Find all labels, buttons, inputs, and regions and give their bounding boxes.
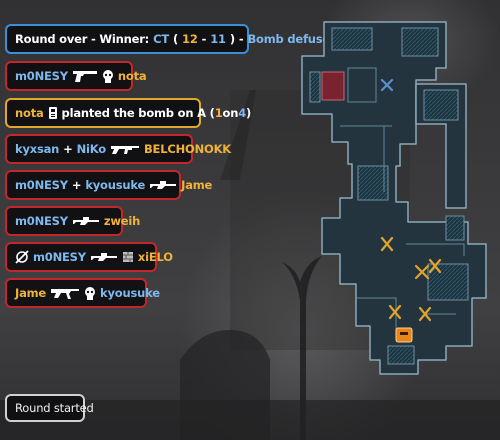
kill-entry: m0NESY nota: [5, 61, 147, 91]
attacker-name: m0NESY: [33, 250, 86, 264]
victim-name: BELCHONOKK: [143, 142, 231, 156]
kill-entry: m0NESY zweih: [5, 206, 140, 236]
score-t: 11: [210, 32, 226, 46]
winner-team: CT: [153, 32, 169, 46]
round-over-entry: Round over - Winner: CT (12 - 11) - Bomb…: [5, 24, 338, 54]
headshot-icon: [84, 286, 96, 300]
kill-entry: kyxsan+NiKo BELCHONOKK: [5, 134, 231, 164]
plant-text: planted the bomb on A (: [61, 106, 215, 120]
assister-name: NiKo: [76, 142, 107, 156]
assist-plus: +: [71, 178, 82, 192]
sniper-icon: [90, 252, 118, 262]
sniper-icon: [72, 216, 100, 226]
dead-t-marker: [380, 236, 442, 322]
score-ct: 12: [182, 32, 198, 46]
victim-name: Jame: [181, 178, 213, 192]
rifle-icon: [110, 143, 140, 155]
round-started-label: Round started: [15, 401, 94, 415]
kill-entry: Jame kyousuke: [5, 278, 160, 308]
victim-name: nota: [117, 69, 147, 83]
kill-entry: m0NESY+kyousuke Jame: [5, 170, 212, 200]
round-over-reason: Bomb defused: [247, 32, 339, 46]
wallbang-icon: [122, 251, 134, 263]
attacker-name: kyxsan: [15, 142, 60, 156]
assister-name: kyousuke: [85, 178, 146, 192]
planter-name: nota: [15, 106, 44, 120]
headshot-icon: [102, 69, 114, 83]
victim-name: xiELO: [137, 250, 173, 264]
radar-minimap: [296, 16, 496, 388]
dead-ct-marker: [380, 78, 394, 92]
bomb-marker: [395, 327, 413, 343]
plant-count-a: 1: [214, 106, 223, 120]
attacker-name: m0NESY: [15, 178, 68, 192]
plant-count-b: 4: [238, 106, 247, 120]
victim-name: kyousuke: [100, 286, 160, 300]
bomb-plant-entry: nota planted the bomb on A (1on4): [5, 98, 251, 128]
victim-name: zweih: [103, 214, 141, 228]
bomb-icon: [48, 106, 58, 120]
attacker-name: m0NESY: [15, 214, 68, 228]
attacker-name: m0NESY: [15, 69, 68, 83]
round-over-prefix: Round over - Winner:: [15, 32, 150, 46]
ak-icon: [50, 286, 80, 300]
pistol-icon: [72, 69, 98, 83]
plant-on: on: [222, 106, 239, 120]
noscope-icon: [15, 250, 29, 264]
reason-separator: -: [238, 32, 244, 46]
paren-open: (: [172, 32, 179, 46]
round-started-entry: Round started: [5, 394, 94, 422]
bombsite-b-zone: [321, 71, 345, 101]
score-dash: -: [201, 32, 207, 46]
assist-plus: +: [63, 142, 73, 156]
plant-close: ): [246, 106, 252, 120]
kill-entry: m0NESY xiELO: [5, 242, 173, 272]
sniper-icon: [149, 180, 177, 190]
paren-close: ): [229, 32, 235, 46]
attacker-name: Jame: [15, 286, 47, 300]
